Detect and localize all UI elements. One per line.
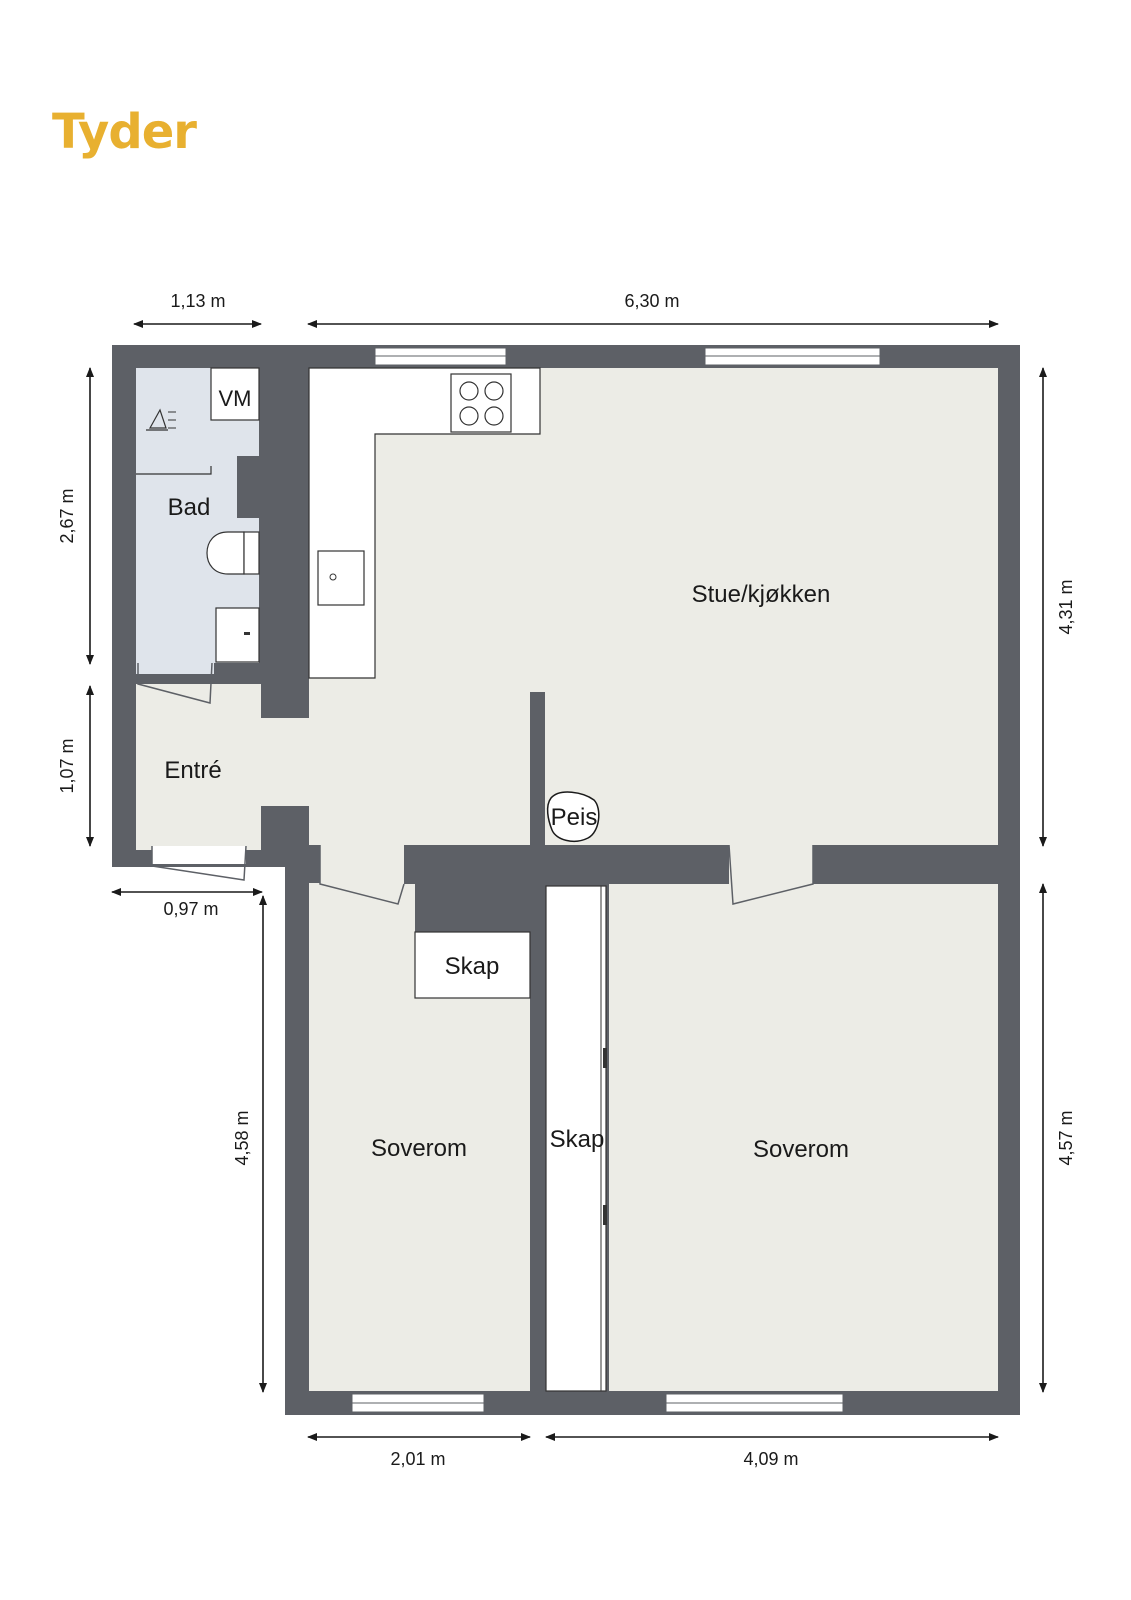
- dimension-labels: 1,13 m 6,30 m 2,67 m 1,07 m 0,97 m 4,58 …: [57, 291, 1076, 1469]
- wardrobes: [414, 885, 607, 1392]
- doors: [137, 662, 814, 905]
- fireplace-icon: [546, 791, 600, 842]
- wardrobe-small: [414, 931, 531, 999]
- entry-floor: [136, 684, 261, 850]
- bathroom-sink: [215, 607, 260, 663]
- toilet-icon: [206, 531, 245, 575]
- dim-entry-bottom: 0,97 m: [163, 899, 218, 919]
- hall-floor: [261, 718, 309, 806]
- door-entrance: [151, 845, 247, 881]
- label-skap-small: Skap: [445, 953, 500, 980]
- stove: [450, 373, 512, 433]
- dim-left-upper: 2,67 m: [57, 488, 77, 543]
- dim-top-right: 6,30 m: [624, 291, 679, 311]
- label-skap-tall: Skap: [550, 1126, 605, 1153]
- label-peis: Peis: [551, 804, 598, 831]
- windows: [351, 347, 881, 1413]
- door-bedroom-right: [728, 844, 814, 905]
- interior-walls: [214, 368, 998, 1391]
- label-soverom-left: Soverom: [371, 1135, 467, 1162]
- washing-machine-box: [210, 367, 260, 421]
- dim-right-lower: 4,57 m: [1056, 1110, 1076, 1165]
- brand-logo: Tyder: [52, 104, 197, 160]
- dim-bedroom1-height: 4,58 m: [232, 1110, 252, 1165]
- label-bad: Bad: [168, 494, 211, 521]
- dim-left-lower: 1,07 m: [57, 738, 77, 793]
- dim-bottom-right: 4,09 m: [743, 1449, 798, 1469]
- shower-icon: [146, 408, 168, 431]
- kitchen-counter: [308, 367, 541, 679]
- bedroom-right-floor: [609, 883, 998, 1391]
- bathroom-fixtures: [136, 367, 260, 663]
- door-bedroom-left: [319, 845, 405, 905]
- room-labels: VM Bad Entré Stue/kjøkken Peis Skap Skap…: [164, 386, 849, 1163]
- dim-right-upper: 4,31 m: [1056, 579, 1076, 634]
- wardrobe-tall: [545, 885, 607, 1392]
- sink: [317, 550, 365, 606]
- dim-top-left: 1,13 m: [170, 291, 225, 311]
- label-stue-kjokken: Stue/kjøkken: [692, 581, 831, 608]
- label-soverom-right: Soverom: [753, 1136, 849, 1163]
- floors: [136, 368, 998, 1391]
- dimension-lines: [86, 320, 1047, 1441]
- door-bathroom: [137, 662, 213, 704]
- label-entre: Entré: [164, 757, 221, 784]
- living-floor: [309, 368, 998, 845]
- dim-bottom-left: 2,01 m: [390, 1449, 445, 1469]
- label-vm: VM: [219, 386, 252, 411]
